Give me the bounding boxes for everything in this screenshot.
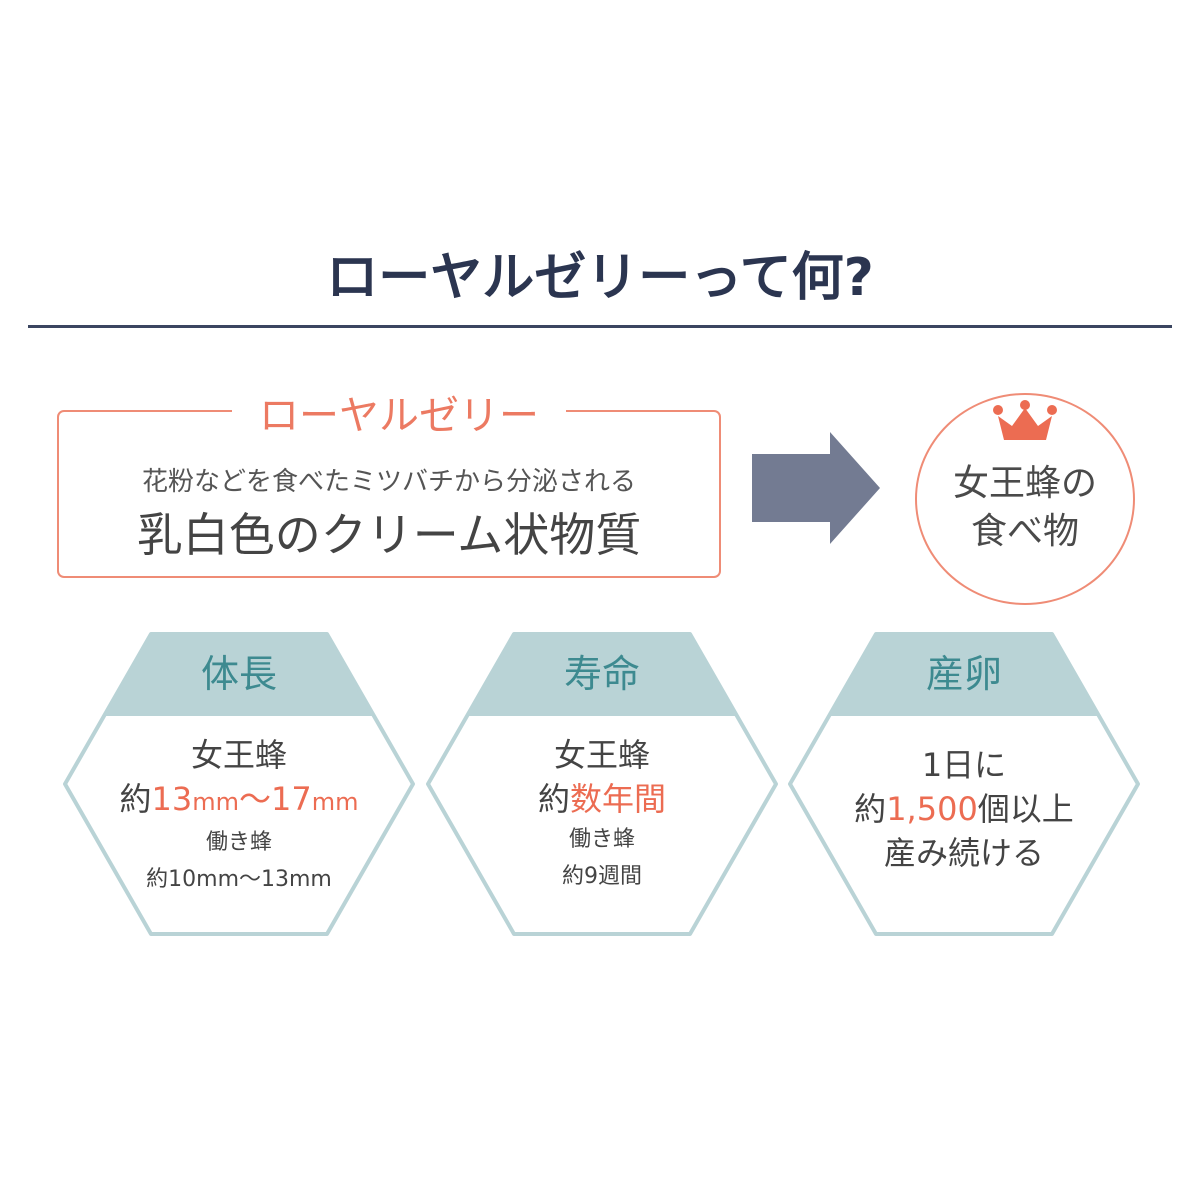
card-eggs-title: 産卵 — [925, 652, 1002, 696]
page-title: ローヤルゼリーって何? — [326, 248, 874, 308]
hexagon-length — [63, 632, 415, 936]
arrow-right-icon — [752, 432, 880, 544]
card-length-queen: 女王蜂 — [190, 736, 287, 774]
card-eggs-line3: 産み続ける — [883, 834, 1044, 872]
card-lifespan-queen: 女王蜂 — [553, 736, 650, 774]
card-length-body: 女王蜂 約13mm〜17mm 働き蜂 約10mm〜13mm — [63, 733, 415, 898]
card-lifespan-body: 女王蜂 約数年間 働き蜂 約9週間 — [426, 733, 778, 895]
card-length-queen-value: 約13mm〜17mm — [119, 780, 359, 818]
card-lifespan-worker: 働き蜂 — [568, 827, 635, 852]
definition-label: ローヤルゼリー — [232, 392, 566, 440]
definition-main: 乳白色のクリーム状物質 — [136, 508, 642, 562]
queen-food-text: 女王蜂の 食べ物 — [915, 460, 1135, 556]
card-lifespan-title: 寿命 — [563, 652, 640, 696]
hexagon-eggs — [788, 632, 1140, 936]
card-lifespan-queen-value: 約数年間 — [537, 780, 667, 818]
queen-food-line2: 食べ物 — [970, 511, 1079, 552]
card-lifespan-worker-value: 約9週間 — [562, 864, 642, 889]
crown-icon — [993, 400, 1057, 440]
queen-food-line1: 女王蜂の — [952, 463, 1097, 504]
card-length-worker: 働き蜂 — [205, 830, 272, 855]
title-divider — [28, 325, 1172, 328]
card-eggs-line2: 約1,500個以上 — [854, 790, 1074, 828]
card-length-worker-value: 約10mm〜13mm — [146, 867, 332, 892]
card-length-title: 体長 — [200, 652, 277, 696]
card-eggs-body: 1日に 約1,500個以上 産み続ける — [788, 743, 1140, 875]
definition-subtitle: 花粉などを食べたミツバチから分泌される — [141, 467, 636, 497]
card-eggs-line1: 1日に — [921, 746, 1007, 784]
queen-food-circle — [915, 393, 1135, 605]
hexagon-lifespan — [426, 632, 778, 936]
